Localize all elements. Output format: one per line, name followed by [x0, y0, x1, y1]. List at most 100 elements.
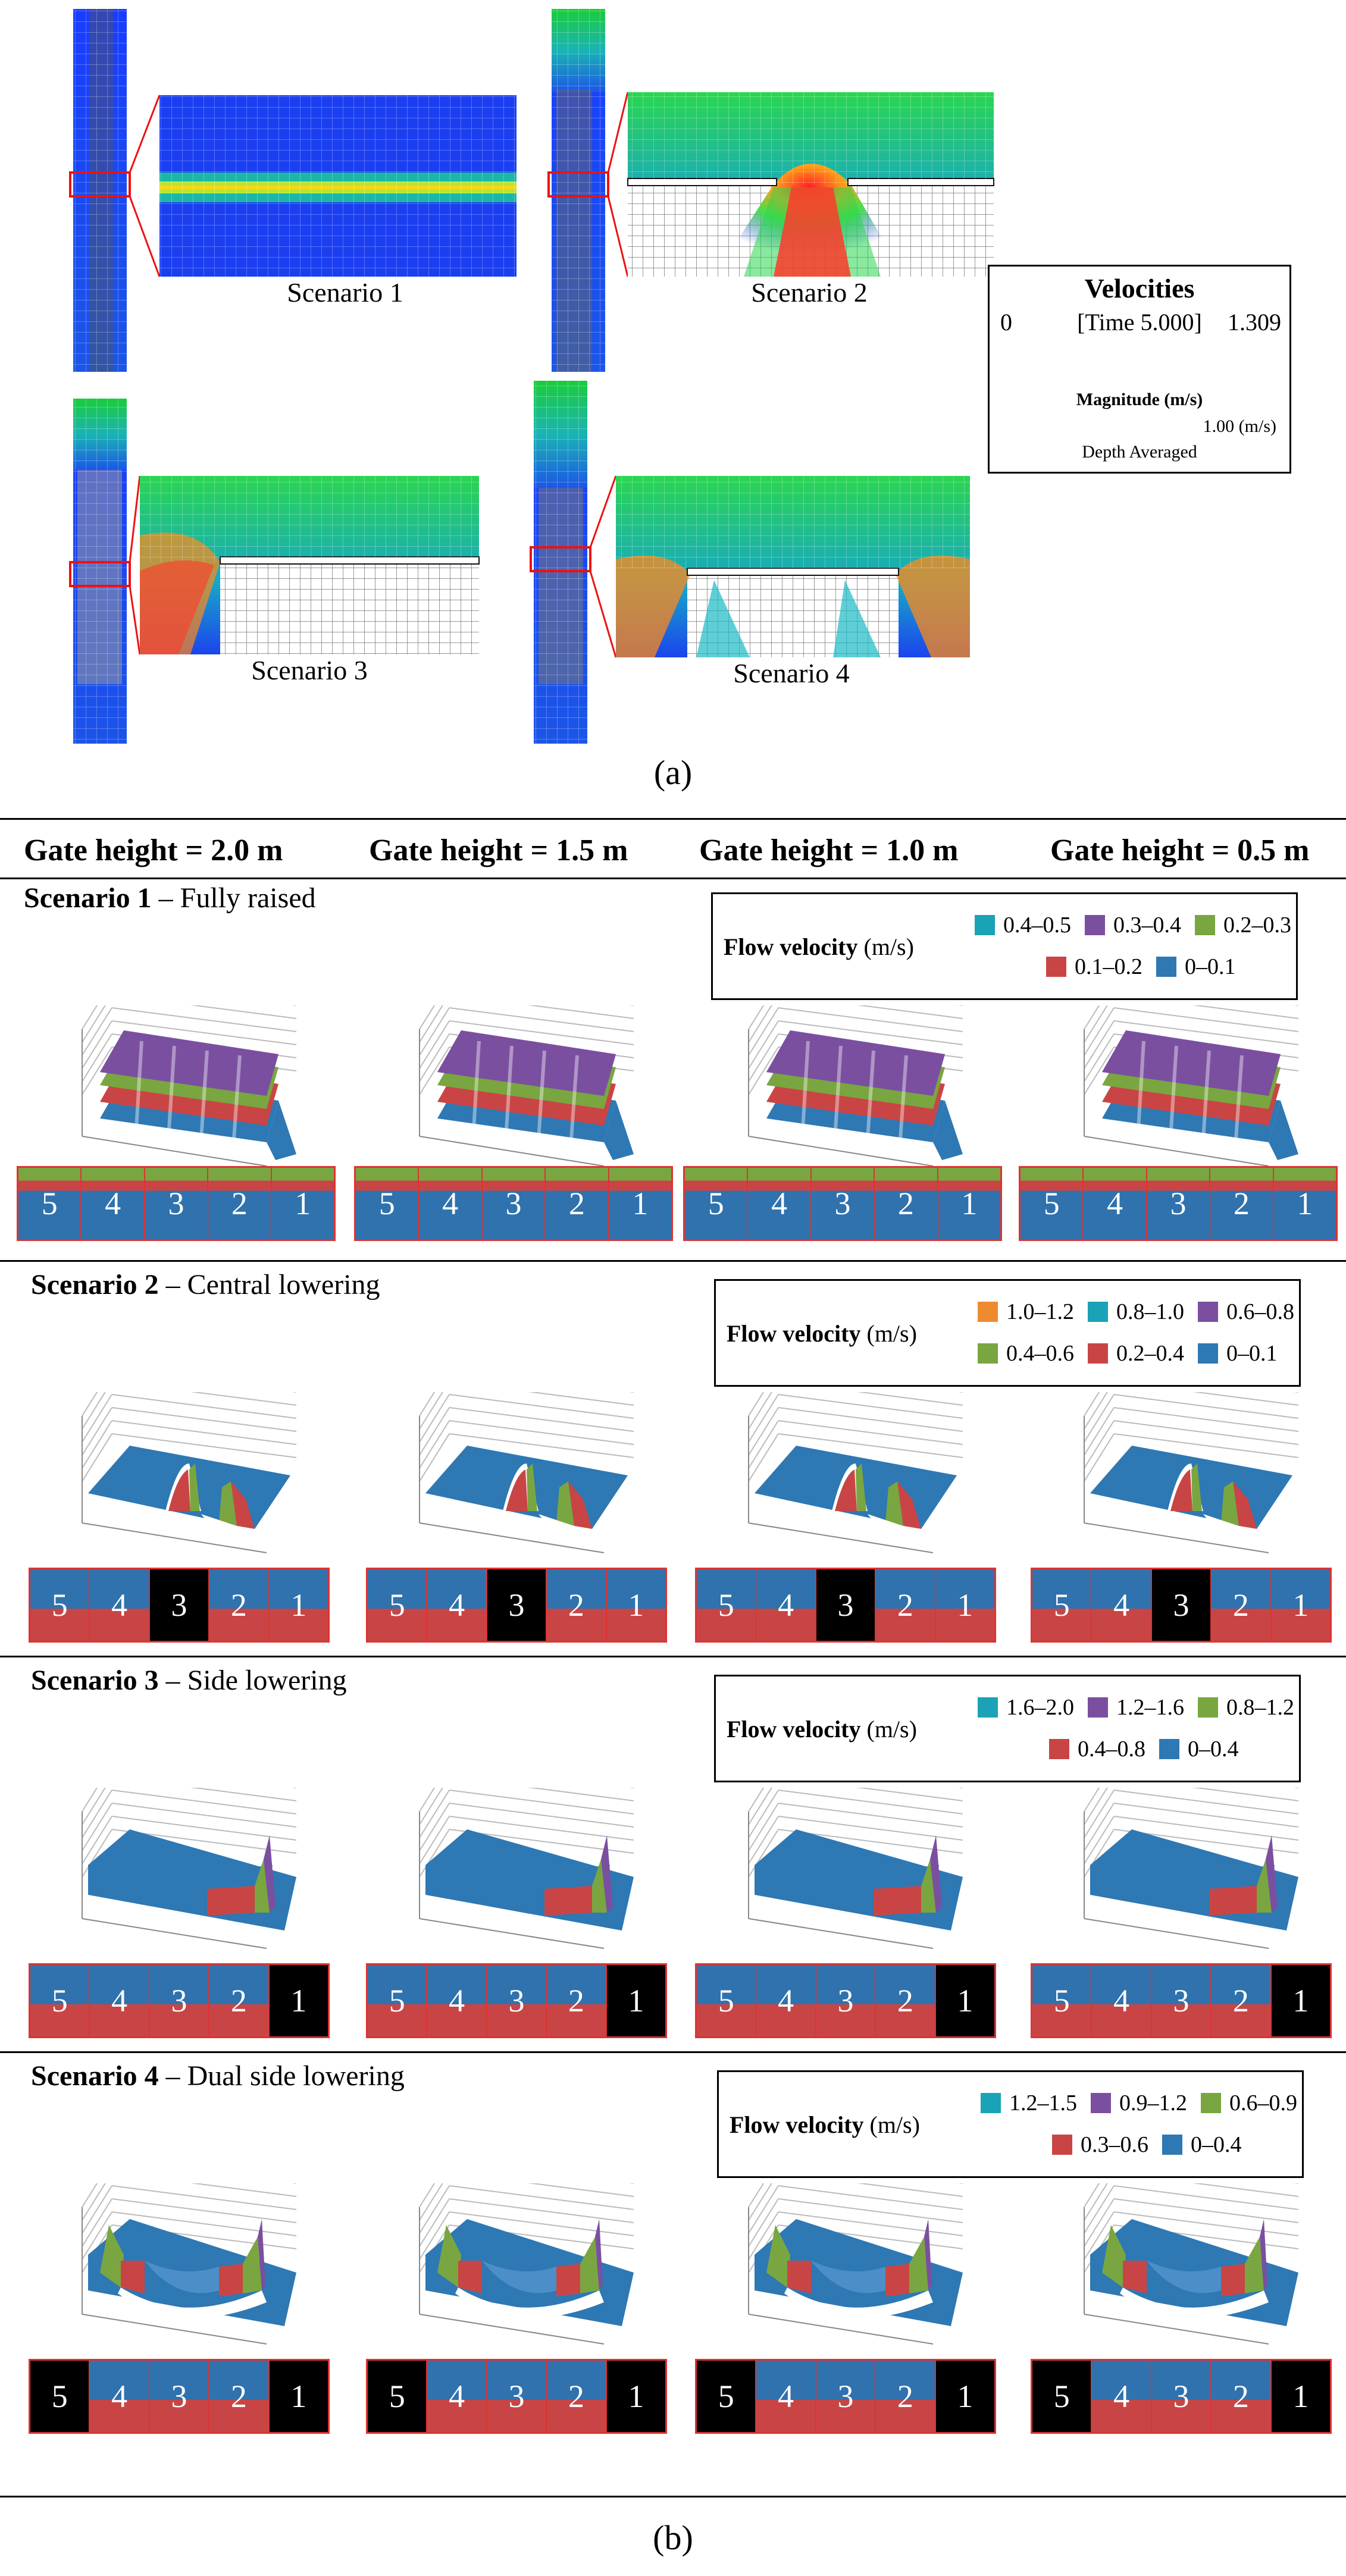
gate-number: 4 [111, 1587, 128, 1623]
velocity-min: 0 [1000, 309, 1012, 336]
gate-number: 1 [628, 2378, 644, 2414]
gate-number: 3 [171, 2378, 187, 2414]
gate-number: 1 [628, 1587, 644, 1623]
scenario-description: – Dual side lowering [158, 2060, 405, 2092]
gate-number: 2 [897, 1587, 913, 1623]
gate-number: 2 [897, 1983, 913, 2019]
gate-number: 5 [718, 1983, 734, 2019]
gate-number: 2 [230, 2378, 247, 2414]
legend-label: 1.6–2.0 [1006, 1695, 1074, 1720]
gate-cell: 4 [756, 2361, 816, 2432]
legend-label: 1.2–1.5 [1009, 2091, 1077, 2116]
scenario-description: – Central lowering [158, 1269, 380, 1300]
gate-number: 4 [771, 1186, 788, 1221]
legend-title-text: Flow velocity [727, 1320, 861, 1347]
velocity-surface-chart [1084, 1005, 1299, 1167]
gate-cell: 3 [487, 1569, 547, 1641]
velocity-surface-chart [1084, 1788, 1299, 1949]
legend-item: 0.4–0.6 [978, 1340, 1074, 1367]
gate-number: 1 [957, 1587, 973, 1623]
gate-number: 4 [449, 1983, 465, 2019]
velocity-surface-chart [419, 1005, 634, 1167]
gate-cell: 1 [606, 2361, 666, 2432]
scenario-name: Scenario 4 [31, 2060, 159, 2092]
gate-cell: 3 [1151, 1569, 1212, 1641]
gate-cell: 1 [269, 1569, 328, 1641]
legend-item: 0.1–0.2 [1046, 954, 1142, 980]
gate-height-header: Gate height = 0.5 m [1050, 833, 1310, 867]
gate-cell: 3 [487, 1965, 547, 2036]
gate-cell: 3 [816, 1965, 877, 2036]
gate-cell: 5 [1032, 2361, 1093, 2432]
gate-cell: 4 [419, 1168, 483, 1239]
gate-number: 1 [957, 1983, 973, 2019]
legend-swatch [1198, 1343, 1218, 1364]
velocity-surface-chart [82, 2183, 297, 2345]
gate-cell: 1 [1271, 2361, 1331, 2432]
legend-label: 0–0.4 [1188, 1737, 1239, 1762]
gate-cell: 1 [606, 1569, 666, 1641]
gate-cell: 3 [1151, 1965, 1212, 2036]
gate-number: 2 [568, 1983, 584, 2019]
legend-label: 0.6–0.9 [1229, 2091, 1297, 2116]
gate-cell: 1 [938, 1168, 1001, 1239]
scenario-description: – Fully raised [151, 882, 316, 914]
gate-cell: 5 [18, 1168, 82, 1239]
gate-cell: 3 [482, 1168, 546, 1239]
gate-cell: 2 [547, 1965, 607, 2036]
gate-number: 5 [41, 1186, 58, 1221]
divider [0, 878, 1346, 879]
legend-label: 0.3–0.6 [1081, 2132, 1148, 2157]
gate-number: 4 [111, 1983, 128, 2019]
gate-cell: 3 [816, 2361, 877, 2432]
gate-number: 5 [51, 2378, 68, 2414]
divider [0, 1656, 1346, 1657]
legend-label: 0–0.4 [1191, 2132, 1242, 2157]
gate-cell: 2 [1212, 1965, 1272, 2036]
gate-cell: 1 [609, 1168, 672, 1239]
gate-number: 5 [51, 1983, 68, 2019]
gate-number: 3 [834, 1186, 851, 1221]
scenario-description: – Side lowering [158, 1665, 347, 1696]
velocity-surface-chart [82, 1392, 297, 1553]
legend-swatch [1159, 1739, 1179, 1759]
velocity-surface-chart [419, 1788, 634, 1949]
gate-number: 1 [295, 1186, 311, 1221]
gate-number: 3 [505, 1186, 522, 1221]
legend-title: Flow velocity (m/s) [727, 1320, 917, 1347]
gate-number: 3 [837, 1983, 854, 2019]
gate-cell: 2 [547, 1569, 607, 1641]
legend-item: 0.3–0.6 [1052, 2132, 1148, 2158]
gate-cell: 4 [1092, 2361, 1152, 2432]
legend-label: 0.6–0.8 [1226, 1299, 1294, 1324]
gate-cell: 3 [811, 1168, 875, 1239]
gate-cell: 2 [876, 1569, 936, 1641]
legend-label: 1.0–1.2 [1006, 1299, 1074, 1324]
legend-swatch [1198, 1302, 1218, 1322]
gate-number: 1 [1292, 2378, 1309, 2414]
gate-cell: 4 [427, 2361, 487, 2432]
legend-label: 0.4–0.8 [1078, 1737, 1145, 1762]
gate-number: 1 [632, 1186, 649, 1221]
gate-height-header: Gate height = 1.0 m [699, 833, 959, 867]
divider [0, 2496, 1346, 2497]
gate-number: 4 [105, 1186, 121, 1221]
legend-swatch [978, 1697, 998, 1718]
gate-number: 2 [230, 1983, 247, 2019]
legend-item: 1.2–1.5 [981, 2090, 1077, 2116]
gate-cell: 1 [935, 1965, 995, 2036]
legend-swatch [978, 1343, 998, 1364]
scenario-caption: Scenario 4 [733, 658, 850, 688]
gate-number: 1 [1292, 1983, 1309, 2019]
gate-cell: 1 [935, 2361, 995, 2432]
gate-number: 5 [718, 1587, 734, 1623]
legend-item: 0.2–0.4 [1088, 1340, 1184, 1367]
gate-cell: 2 [209, 1965, 270, 2036]
legend-title-text: Flow velocity [730, 2111, 864, 2138]
gate-number: 4 [1113, 1587, 1130, 1623]
